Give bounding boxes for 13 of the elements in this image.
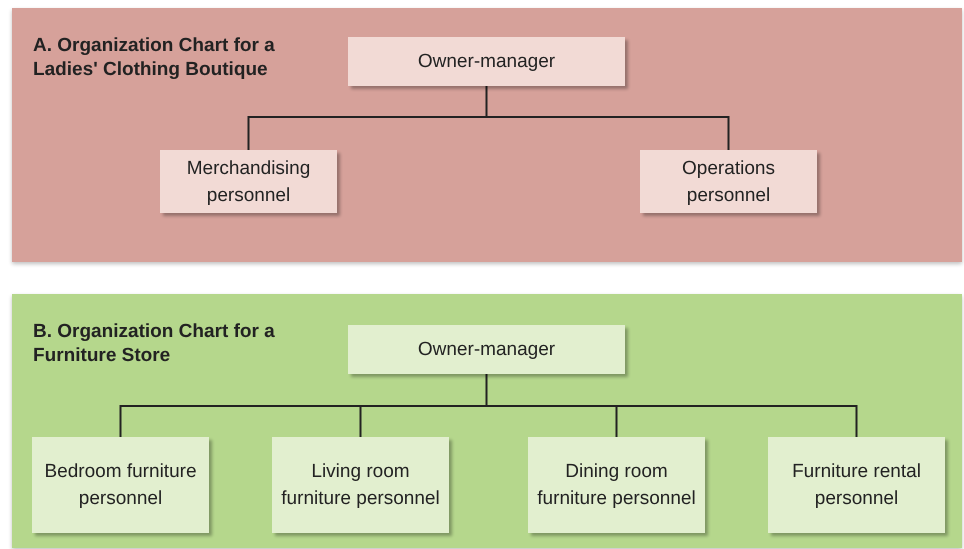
chart-panel — [12, 294, 962, 548]
position-box: Owner-manager — [348, 37, 625, 86]
position-box: Furniture rental personnel — [768, 437, 945, 533]
chart-panel — [12, 8, 962, 262]
position-box: Dining room furniture personnel — [528, 437, 705, 533]
chart-title: A. Organization Chart for a Ladies' Clothing Boutique — [33, 34, 276, 82]
position-box: Living room furniture personnel — [272, 437, 449, 533]
position-box: Owner-manager — [348, 325, 625, 374]
position-box: Merchandising personnel — [160, 150, 337, 213]
position-box: Bedroom furniture personnel — [32, 437, 209, 533]
connector-line — [486, 86, 730, 150]
position-box: Operations personnel — [640, 150, 817, 213]
chart-title: B. Organization Chart for a Furniture Store — [33, 320, 276, 368]
